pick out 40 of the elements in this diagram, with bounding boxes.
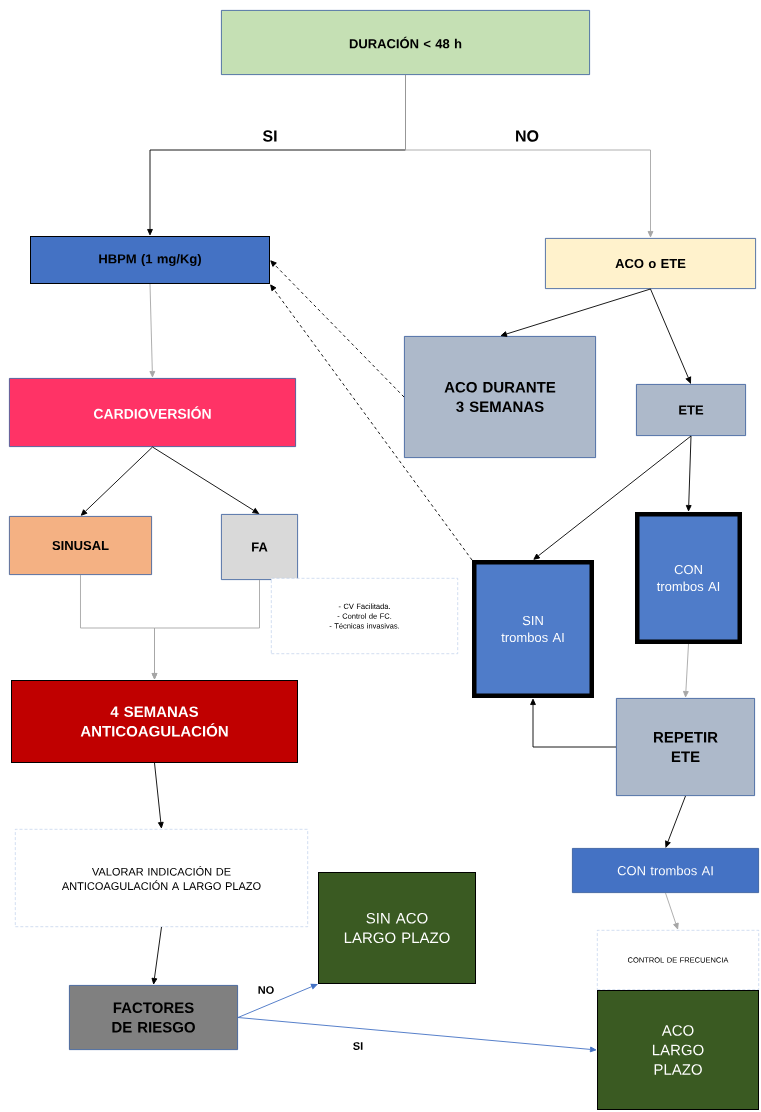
arrow xyxy=(533,435,692,560)
process-box: REPETIR ETE xyxy=(616,698,755,796)
arrow xyxy=(665,892,679,930)
process-box: ACO o ETE xyxy=(545,238,756,289)
edge-label: NO xyxy=(516,130,539,142)
arrow xyxy=(149,283,156,378)
arrow xyxy=(270,260,405,398)
process-box: SIN trombos AI xyxy=(472,560,594,698)
arrow xyxy=(500,288,651,337)
arrow xyxy=(650,288,692,384)
arrow xyxy=(151,579,260,680)
process-box: SINUSAL xyxy=(9,516,152,575)
process-box: DURACIÓN < 48 h xyxy=(221,10,590,75)
process-box: ETE xyxy=(636,384,746,436)
arrow xyxy=(530,698,617,748)
note-box: VALORAR INDICACIÓN DE ANTICOAGULACIÓN A LARGO PLAZO xyxy=(15,829,308,927)
process-box: SIN ACO LARGO PLAZO xyxy=(318,872,476,984)
process-box: CON trombos AI xyxy=(635,512,742,644)
process-box: FA xyxy=(221,514,298,580)
process-box: FACTORES DE RIESGO xyxy=(69,985,238,1050)
arrow xyxy=(152,446,259,514)
arrow xyxy=(154,762,164,829)
edge-label: SI xyxy=(353,1042,363,1050)
arrow xyxy=(237,1017,597,1053)
arrow xyxy=(665,795,686,848)
process-box: 4 SEMANAS ANTICOAGULACIÓN xyxy=(11,680,298,763)
process-box: ACO LARGO PLAZO xyxy=(597,990,759,1110)
arrow xyxy=(151,926,162,985)
arrow xyxy=(683,643,689,698)
edge-label: SI xyxy=(262,130,277,142)
arrow xyxy=(80,446,153,516)
edge-label: NO xyxy=(258,986,274,994)
arrow xyxy=(405,74,654,238)
arrow xyxy=(270,284,473,561)
process-box: CON trombos AI xyxy=(572,848,759,893)
arrow xyxy=(237,983,318,1018)
process-box: HBPM (1 mg/Kg) xyxy=(30,236,270,284)
arrow xyxy=(685,435,692,512)
process-box: ACO DURANTE 3 SEMANAS xyxy=(404,336,596,458)
process-box: CARDIOVERSIÓN xyxy=(9,378,296,447)
